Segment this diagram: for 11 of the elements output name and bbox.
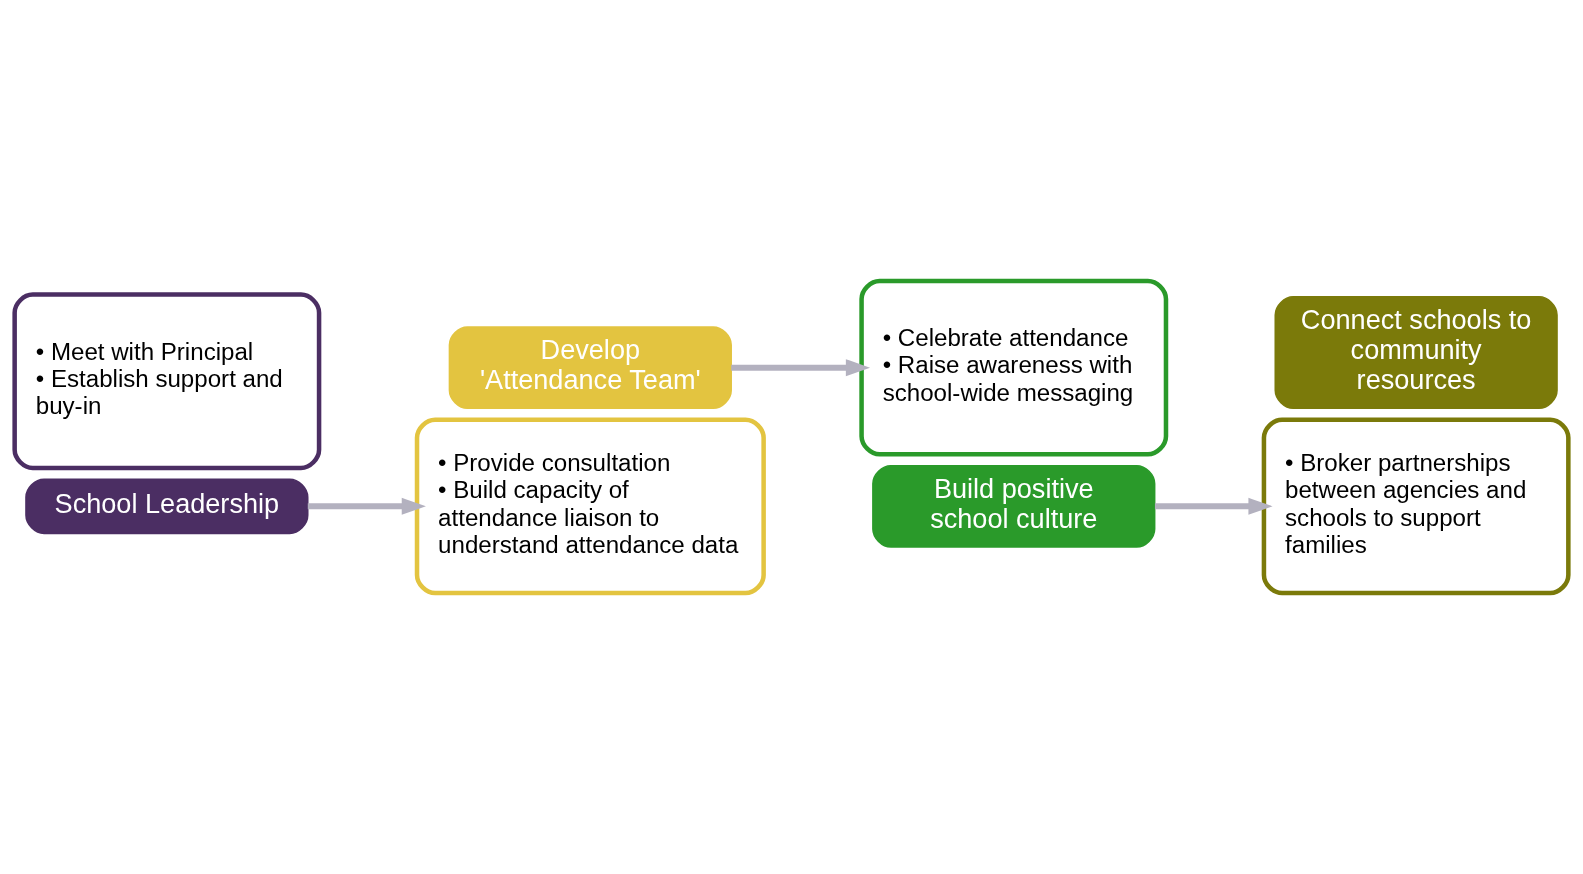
node-box: • Broker partnerships between agencies and schools to support families bbox=[1261, 417, 1571, 596]
arrow bbox=[1154, 497, 1273, 515]
arrow bbox=[731, 359, 871, 377]
node-box: School Leadership bbox=[25, 478, 309, 535]
node-box: • Provide consultation • Build capacity of attendance liaison to understand attendance data bbox=[414, 417, 766, 596]
arrow bbox=[307, 497, 426, 515]
node-box: Develop 'Attendance Team' bbox=[448, 326, 732, 410]
node-box: • Celebrate attendance • Raise awareness with school-wide messaging bbox=[859, 278, 1169, 457]
node-box: Connect schools to community resources bbox=[1274, 296, 1558, 410]
node-box: Build positive school culture bbox=[872, 464, 1156, 548]
node-box: • Meet with Principal • Establish support and buy-in bbox=[12, 292, 322, 471]
